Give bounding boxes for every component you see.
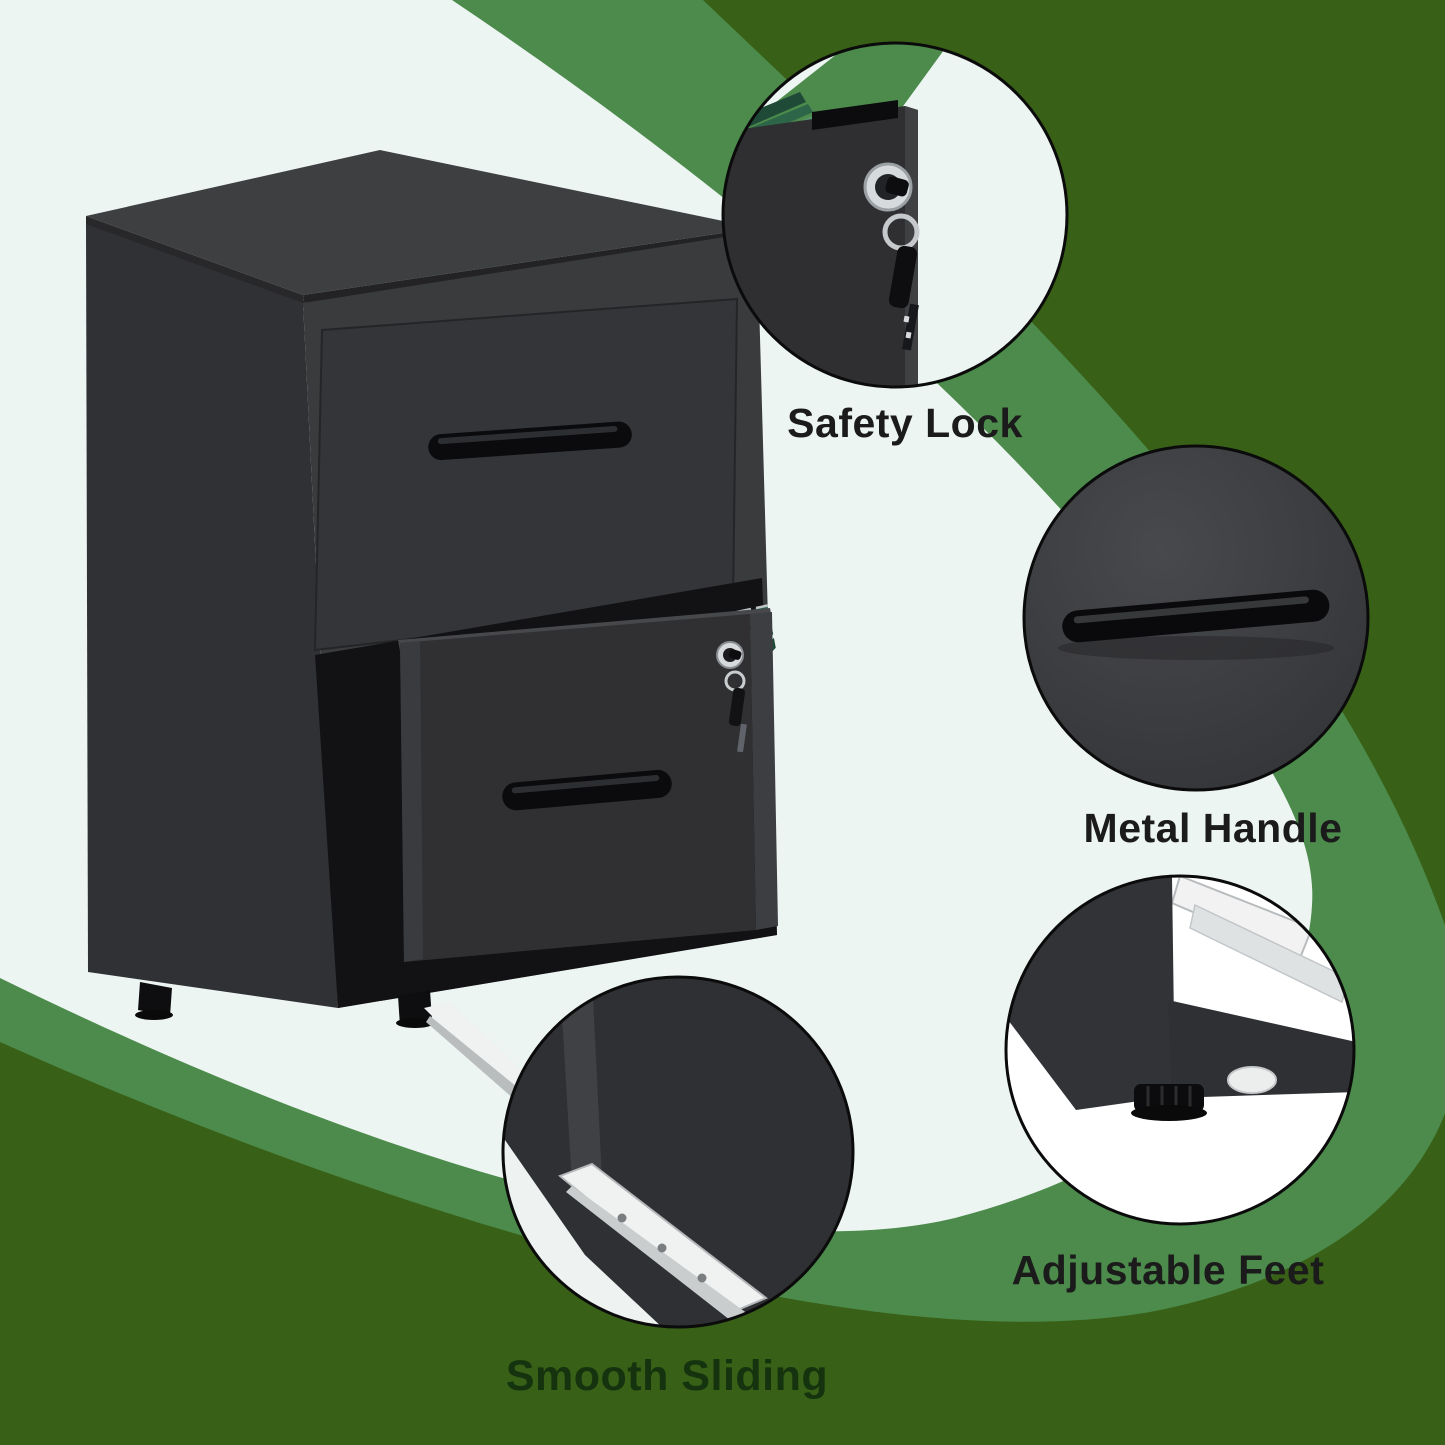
safety-lock-label: Safety Lock	[787, 400, 1023, 446]
hanging-file-folder	[755, 593, 780, 658]
zoomed-metal-handle	[1062, 589, 1330, 643]
zoomed-panel-slot	[812, 100, 898, 130]
callout-circle-metal-handle	[1022, 444, 1370, 792]
callout-adjustable-feet: Adjustable Feet	[1004, 874, 1356, 1293]
callout-metal-handle: Metal Handle	[1022, 444, 1370, 851]
callout-circle-adjustable-feet	[1004, 874, 1356, 1226]
open-drawer-right-side	[750, 612, 778, 930]
open-drawer-left-bevel	[400, 641, 423, 962]
zoomed-white-foot	[1227, 1066, 1277, 1094]
cabinet-top-face	[86, 150, 757, 295]
adjustable-feet-label: Adjustable Feet	[1012, 1247, 1325, 1293]
callout-smooth-sliding: Smooth Sliding	[501, 975, 855, 1400]
zoomed-slide-rail	[558, 1162, 768, 1320]
hanging-file-rail	[755, 603, 771, 610]
metal-handle-label: Metal Handle	[1084, 805, 1343, 851]
file-cabinet	[86, 150, 780, 1122]
zoomed-lock-with-keys	[863, 162, 920, 351]
smooth-sliding-label: Smooth Sliding	[506, 1352, 828, 1400]
top-drawer-handle	[428, 421, 632, 461]
zoomed-drawer-edge-highlight	[560, 977, 602, 1185]
cabinet-feet	[135, 982, 434, 1028]
zoomed-adjustable-foot	[1131, 1084, 1207, 1121]
callout-circle-smooth-sliding	[501, 975, 855, 1329]
zoomed-cabinet-bottom-bar	[1168, 1000, 1354, 1098]
zoomed-rail-strip-2	[1189, 903, 1349, 1004]
open-drawer	[398, 608, 778, 962]
cabinet-left-face	[86, 224, 338, 1008]
open-drawer-handle	[502, 769, 672, 811]
drawer-lock-with-keys	[716, 641, 747, 753]
callout-circle-safety-lock	[721, 41, 1069, 389]
